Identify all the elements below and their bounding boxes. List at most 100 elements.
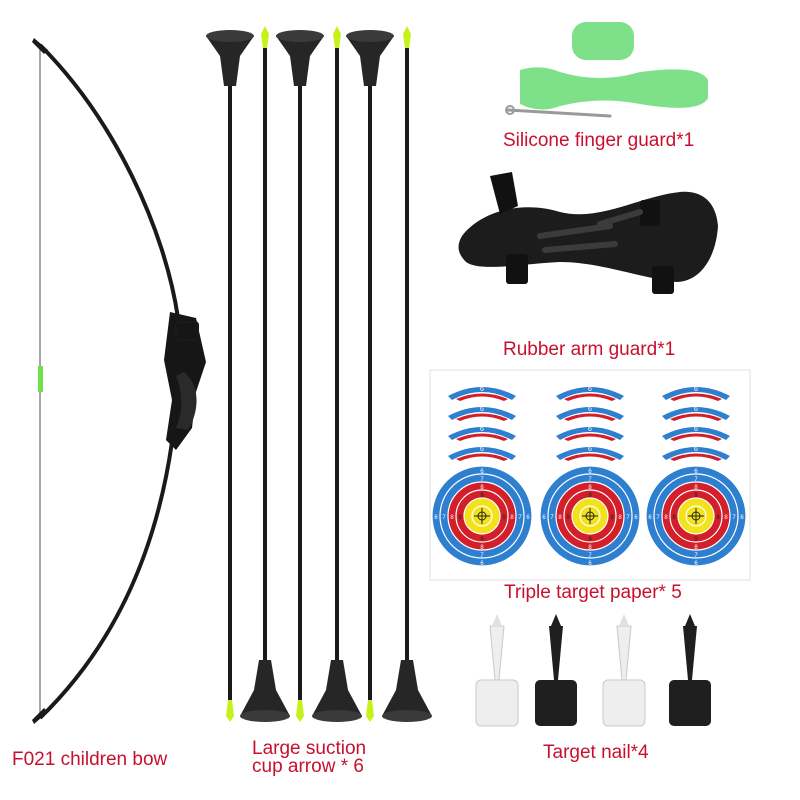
target-arc-label: 6 [588, 446, 592, 453]
target-arc [556, 447, 624, 460]
arm-guard-body [458, 191, 718, 282]
bow-arrow-rest [175, 321, 199, 341]
target-ring-label: 8 [724, 515, 728, 521]
suction-arrow [382, 26, 432, 722]
target-ring-label: 7 [588, 553, 592, 559]
target-ring-label: 7 [550, 515, 554, 521]
target-ring-label: 7 [694, 477, 698, 483]
target-arc [556, 387, 624, 400]
target-arc-inner [456, 393, 508, 401]
target-ring-label: 6 [588, 469, 592, 475]
bow-upper-limb [38, 43, 180, 319]
target-arc [448, 447, 516, 460]
arm-guard-vent [542, 241, 618, 253]
target-arc-label: 6 [480, 406, 484, 413]
target-ring-label: 9 [588, 493, 592, 499]
target-ring-label: 6 [588, 561, 592, 567]
target-ring-label: 8 [480, 485, 484, 491]
suction-cup [312, 660, 362, 716]
target-ring-label: 9 [458, 515, 462, 521]
target-ring-label: 9 [672, 515, 676, 521]
target-arc-label: 6 [588, 386, 592, 393]
target-ring-label: 6 [526, 515, 530, 521]
target-ring-label: 8 [480, 545, 484, 551]
suction-arrow [276, 30, 324, 722]
bow-grip [176, 372, 197, 430]
target-arc-inner [670, 413, 722, 421]
target-ring-label: 7 [480, 553, 484, 559]
target-arc-label: 6 [480, 446, 484, 453]
target-ring-label: 6 [634, 515, 638, 521]
target-arc [662, 387, 730, 400]
arrow-group-cups-down [240, 26, 432, 722]
arrow-fletch [366, 700, 374, 722]
arrow-fletch [403, 26, 411, 48]
target-ring-label: 9 [480, 493, 484, 499]
target-ring-label: 8 [558, 515, 562, 521]
target-nail-black [535, 614, 577, 726]
target-arc-label: 6 [480, 386, 484, 393]
target-ring-label: 6 [740, 515, 744, 521]
caption-arrow-line2: cup arrow * 6 [252, 756, 364, 777]
arm-guard-vent [537, 223, 613, 239]
target-arc [662, 407, 730, 420]
target-arc [556, 407, 624, 420]
arm-guard-strap-loop [640, 200, 660, 226]
arrow-fletch [226, 700, 234, 722]
finger-guard-pin [506, 108, 612, 118]
arm-guard-strap-loop [652, 266, 674, 294]
target-arc [556, 427, 624, 440]
target-arc-label: 6 [694, 406, 698, 413]
arrow-fletch [261, 26, 269, 48]
suction-cup [240, 660, 290, 716]
target-ring-label: 7 [518, 515, 522, 521]
target-ring-label: 8 [450, 515, 454, 521]
target-arc-inner [670, 453, 722, 461]
target-ring-label: 9 [716, 515, 720, 521]
children-bow [32, 38, 206, 724]
target-ring-label: 6 [694, 561, 698, 567]
target-arc-inner [456, 413, 508, 421]
target-arc-label: 6 [694, 426, 698, 433]
target-arc-label: 6 [588, 426, 592, 433]
target-ring-label: 6 [648, 515, 652, 521]
target-ring-label: 7 [442, 515, 446, 521]
target-arc-label: 6 [694, 446, 698, 453]
caption-target-paper: Triple target paper* 5 [504, 582, 682, 603]
target-arc-inner [670, 393, 722, 401]
bow-upper-tip [32, 38, 48, 54]
target-nail-white [475, 614, 519, 727]
target-arc-label: 6 [588, 406, 592, 413]
suction-arrow [346, 30, 394, 722]
suction-cup [382, 660, 432, 716]
target-ring-label: 8 [664, 515, 668, 521]
target-arc-inner [564, 393, 616, 401]
bow-nocking-point [38, 366, 43, 392]
target-arc [448, 427, 516, 440]
target-arc [662, 427, 730, 440]
arm-guard-vent [597, 209, 643, 227]
caption-target-nail: Target nail*4 [543, 742, 649, 763]
target-arc [448, 387, 516, 400]
target-ring-label: 8 [694, 485, 698, 491]
target-ring-label: 8 [694, 545, 698, 551]
target-ring-label: 8 [588, 545, 592, 551]
caption-bow: F021 children bow [12, 749, 168, 770]
target-bullseye [585, 511, 595, 521]
target-nail-black [669, 614, 711, 726]
arrow-fletch [296, 700, 304, 722]
target-ring-label: 8 [588, 485, 592, 491]
target-ring-label: 9 [694, 537, 698, 543]
target-ring-label: 9 [502, 515, 506, 521]
target-ring-label: 7 [694, 553, 698, 559]
target-arc-inner [564, 453, 616, 461]
target-arc-label: 6 [694, 386, 698, 393]
target-ring-label: 8 [618, 515, 622, 521]
target-bullseye [477, 511, 487, 521]
target-ring-label: 6 [694, 469, 698, 475]
target-ring-label: 9 [566, 515, 570, 521]
